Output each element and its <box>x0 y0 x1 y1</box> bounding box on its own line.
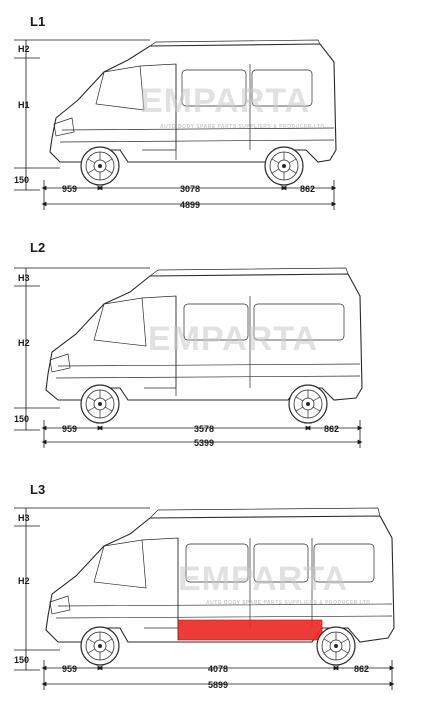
height-top-label: H3 <box>18 513 30 523</box>
van-l1: L1 EMPARTA AUTO BODY SPARE PARTS SUPPLIE… <box>14 14 337 210</box>
rear-overhang-label: 862 <box>300 184 315 194</box>
total-length-label: 4899 <box>180 200 200 210</box>
van-title: L2 <box>30 240 45 255</box>
van-l2: L2 EMPARTA H3 H2 150 959 3578 862 5399 <box>14 240 363 448</box>
ground-clearance-label: 150 <box>14 414 29 424</box>
ground-clearance-label: 150 <box>14 655 29 665</box>
watermark-tagline: AUTO BODY SPARE PARTS SUPPLIERS & PRODUC… <box>206 600 371 606</box>
van-title: L1 <box>30 14 45 29</box>
watermark-brand: EMPARTA <box>148 320 318 358</box>
height-mid-label: H2 <box>18 338 30 348</box>
watermark-brand: EMPARTA <box>178 560 348 598</box>
wheelbase-label: 3578 <box>194 424 214 434</box>
rear-overhang-label: 862 <box>324 424 339 434</box>
total-length-label: 5899 <box>208 680 228 690</box>
wheelbase-label: 3078 <box>180 184 200 194</box>
height-mid-label: H1 <box>18 100 30 110</box>
wheelbase-label: 4078 <box>208 664 228 674</box>
highlighted-sill-panel <box>177 619 323 641</box>
watermark-tagline: AUTO BODY SPARE PARTS SUPPLIERS & PRODUC… <box>160 124 325 130</box>
front-overhang-label: 959 <box>62 184 77 194</box>
total-length-label: 5399 <box>194 438 214 448</box>
front-overhang-label: 959 <box>62 664 77 674</box>
watermark-brand: EMPARTA <box>140 82 310 120</box>
van-title: L3 <box>30 482 45 497</box>
height-top-label: H3 <box>18 273 30 283</box>
height-top-label: H2 <box>18 44 30 54</box>
ground-clearance-label: 150 <box>14 175 29 185</box>
front-overhang-label: 959 <box>62 424 77 434</box>
height-mid-label: H2 <box>18 576 30 586</box>
van-l3: L3 EMPARTA AUTO BODY SPARE PARTS SUPPLIE… <box>14 482 395 690</box>
rear-overhang-label: 862 <box>354 664 369 674</box>
